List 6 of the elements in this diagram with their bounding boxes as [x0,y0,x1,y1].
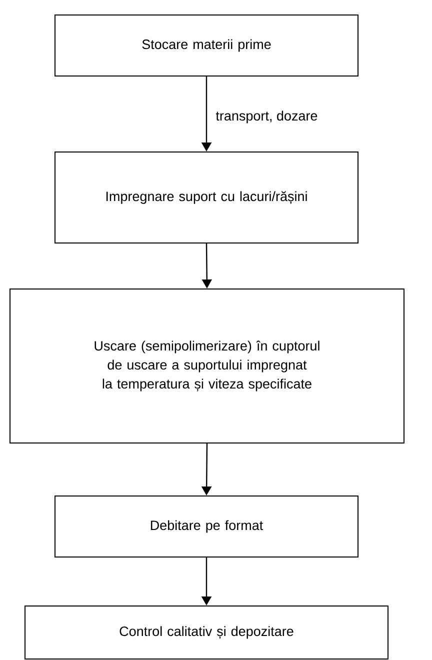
process-box: Stocare materii prime [54,14,358,76]
process-box: Control calitativ și depozitare [24,606,388,660]
edge-label: transport, dozare [214,110,319,124]
process-box: Uscare (semipolimerizare) în cuptorul de uscare a suportului impregnat la temperatura și viteza specificate [10,288,404,444]
process-box: Debitare pe format [54,496,358,558]
process-box: Impregnare suport cu lacuri/rășini [54,152,358,244]
